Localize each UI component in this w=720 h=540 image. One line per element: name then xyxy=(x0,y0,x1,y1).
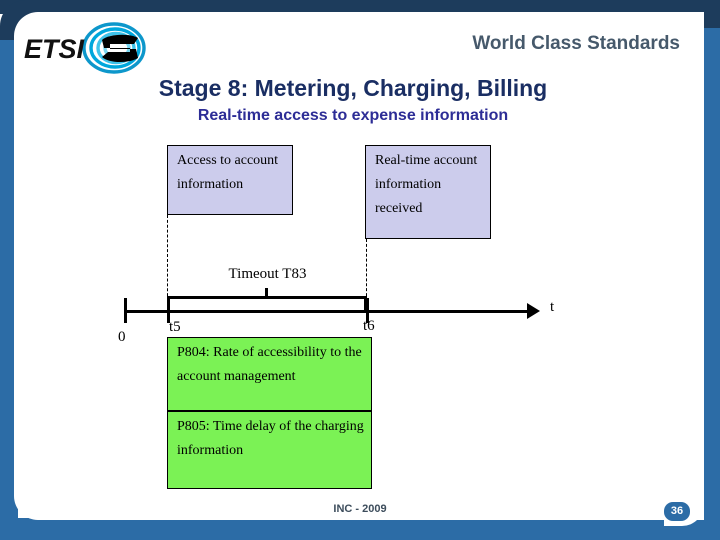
footer-source: INC - 2009 xyxy=(333,503,387,515)
tick-label-t5: t5 xyxy=(169,319,181,335)
frame-bottom-band xyxy=(0,518,720,540)
tick-label-origin: 0 xyxy=(118,329,126,345)
page-number-badge: 36 xyxy=(664,502,690,521)
tick-origin xyxy=(124,298,127,323)
timeout-bracket xyxy=(167,296,367,310)
tick-t5 xyxy=(167,298,170,323)
page-subtitle: Real-time access to expense information xyxy=(197,107,509,124)
timeline-arrow-icon xyxy=(527,303,540,319)
etsi-logo-wordmark: ETSI xyxy=(24,34,85,64)
tick-t6 xyxy=(366,298,369,323)
axis-label-t: t xyxy=(550,299,555,315)
timeout-bracket-stem xyxy=(265,288,268,298)
leader-line-t5 xyxy=(167,215,168,301)
page-title: Stage 8: Metering, Charging, Billing xyxy=(158,75,548,101)
timeout-label: Timeout T83 xyxy=(228,266,307,282)
etsi-logo: ETSI xyxy=(22,22,182,74)
world-class-standards-tagline: World Class Standards xyxy=(472,33,680,54)
box-p804-rate-of-accessibility: P804: Rate of accessibility to the accou… xyxy=(167,337,372,411)
tick-label-t6: t6 xyxy=(363,318,375,334)
frame-left-band xyxy=(0,40,18,518)
timeline-axis xyxy=(124,310,529,313)
box-p805-time-delay-charging: P805: Time delay of the charging informa… xyxy=(167,411,372,489)
box-realtime-account-information-received: Real-time account information received xyxy=(365,145,491,239)
leader-line-t6 xyxy=(366,239,367,301)
etsi-logo-icon: ETSI xyxy=(24,22,146,74)
box-access-to-account-information: Access to account information xyxy=(167,145,293,215)
frame-top-band xyxy=(0,0,720,14)
